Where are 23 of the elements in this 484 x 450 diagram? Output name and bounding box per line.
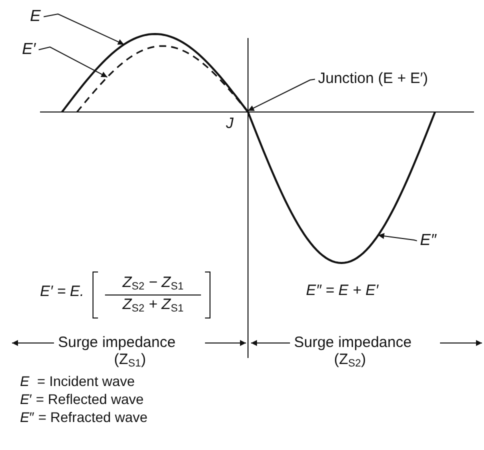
impedance-label: (Z$_{S1}$)	[112, 352, 147, 370]
leader-line	[378, 233, 418, 242]
reflected-wave-curve	[76, 45, 249, 112]
callout-label: Junction (E + E′)	[318, 71, 428, 88]
region-label: Surge impedance	[58, 335, 176, 352]
callout-label: E″	[420, 232, 436, 250]
legend-text: E = Incident wave	[20, 374, 135, 390]
leader-line	[248, 78, 316, 112]
formula-text: E″ = E + E′	[306, 283, 378, 300]
point-label: J	[226, 116, 234, 132]
formula-denominator: Z$_{S2}$ + Z$_{S1}$	[121, 297, 185, 316]
leader-line	[43, 13, 124, 45]
legend-text: E′ = Reflected wave	[20, 392, 144, 408]
legend-text: E″ = Refracted wave	[20, 410, 148, 426]
incident-wave-curve	[61, 33, 249, 113]
formula-text: E′ = E.	[40, 284, 84, 300]
refracted-wave-curve	[247, 112, 436, 264]
callout-label: E′	[22, 41, 36, 59]
leader-line	[38, 46, 108, 78]
callout-label: E	[30, 8, 41, 26]
formula-numerator: Z$_{S2}$ − Z$_{S1}$	[121, 275, 185, 294]
region-label: Surge impedance	[294, 335, 412, 352]
impedance-label: (Z$_{S2}$)	[332, 352, 367, 370]
